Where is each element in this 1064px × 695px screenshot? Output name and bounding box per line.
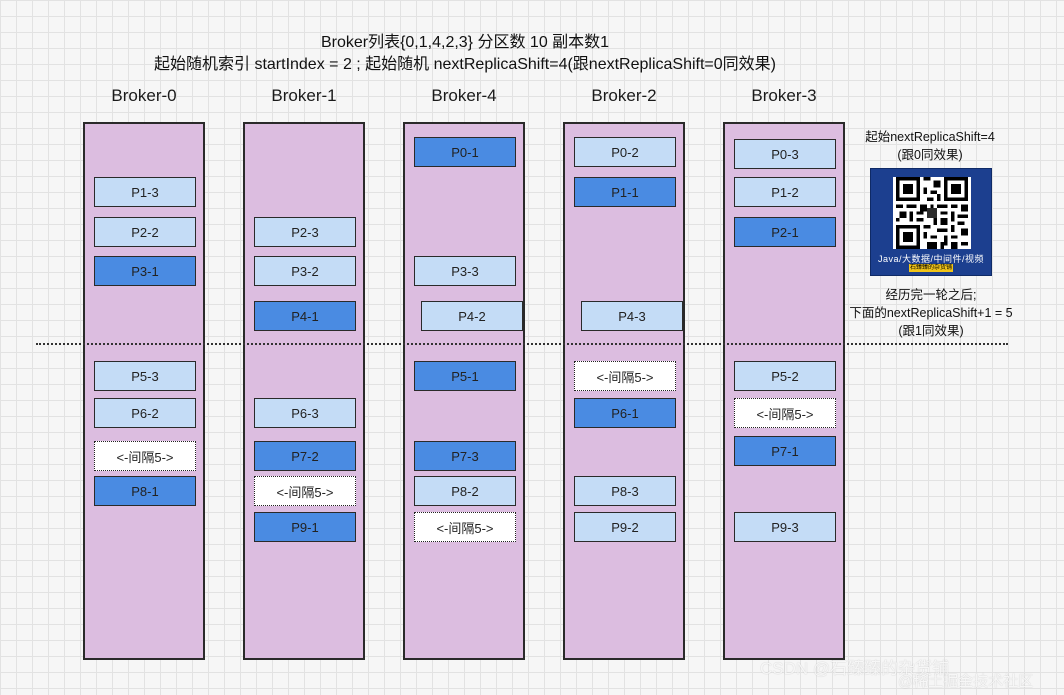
partition-box: P0-1	[414, 137, 516, 167]
gap-box: <-间隔5->	[414, 512, 516, 542]
gap-box: <-间隔5->	[734, 398, 836, 428]
diagram-subtitle: 起始随机索引 startIndex = 2 ; 起始随机 nextReplica…	[154, 56, 776, 73]
broker-column	[563, 122, 685, 660]
broker-header: Broker-2	[591, 86, 657, 105]
gap-box: <-间隔5->	[94, 441, 196, 471]
round-separator-line	[36, 343, 1008, 345]
shift-note-bottom: 经历完一轮之后; 下面的nextReplicaShift+1 = 5 (跟1同效…	[846, 286, 1016, 340]
qr-caption: Java/大数据/中间件/视频	[877, 254, 984, 264]
broker-column	[83, 122, 205, 660]
partition-box: P2-1	[734, 217, 836, 247]
shift-note-bottom-line2: 下面的nextReplicaShift+1 = 5	[849, 306, 1013, 320]
partition-box: P3-3	[414, 256, 516, 286]
partition-box: P9-3	[734, 512, 836, 542]
partition-box: P5-2	[734, 361, 836, 391]
csdn-watermark: CSDN @石臻臻的杂货铺	[760, 659, 950, 678]
partition-box: P3-1	[94, 256, 196, 286]
partition-box: P3-2	[254, 256, 356, 286]
broker-header: Broker-1	[271, 86, 337, 105]
gap-box: <-间隔5->	[574, 361, 676, 391]
partition-box: P9-1	[254, 512, 356, 542]
partition-box: P7-1	[734, 436, 836, 466]
partition-box: P8-3	[574, 476, 676, 506]
shift-note-top: 起始nextReplicaShift=4 (跟0同效果)	[850, 128, 1010, 164]
gap-box: <-间隔5->	[254, 476, 356, 506]
broker-column	[403, 122, 525, 660]
partition-box: P6-3	[254, 398, 356, 428]
broker-column	[723, 122, 845, 660]
partition-box: P7-3	[414, 441, 516, 471]
broker-header: Broker-4	[431, 86, 497, 105]
partition-box: P4-1	[254, 301, 356, 331]
broker-header: Broker-3	[751, 86, 817, 105]
partition-box: P6-1	[574, 398, 676, 428]
partition-box: P4-2	[421, 301, 523, 331]
partition-box: P8-2	[414, 476, 516, 506]
partition-box: P2-3	[254, 217, 356, 247]
qr-code-icon	[893, 177, 971, 249]
shift-note-top-line2: (跟0同效果)	[897, 148, 963, 162]
partition-box: P4-3	[581, 301, 683, 331]
partition-box: P1-3	[94, 177, 196, 207]
partition-box: P5-1	[414, 361, 516, 391]
partition-box: P6-2	[94, 398, 196, 428]
qr-code-panel: Java/大数据/中间件/视频 石臻臻的杂货铺	[870, 168, 992, 276]
partition-box: P1-2	[734, 177, 836, 207]
juejin-watermark: @稀土掘金技术社区	[898, 673, 1034, 690]
shift-note-bottom-line1: 经历完一轮之后;	[885, 288, 977, 302]
partition-box: P8-1	[94, 476, 196, 506]
shift-note-top-line1: 起始nextReplicaShift=4	[865, 130, 995, 144]
broker-column	[243, 122, 365, 660]
partition-box: P1-1	[574, 177, 676, 207]
partition-box: P2-2	[94, 217, 196, 247]
partition-box: P7-2	[254, 441, 356, 471]
partition-box: P9-2	[574, 512, 676, 542]
broker-header: Broker-0	[111, 86, 177, 105]
partition-box: P5-3	[94, 361, 196, 391]
qr-tag: 石臻臻的杂货铺	[909, 264, 953, 272]
shift-note-bottom-line3: (跟1同效果)	[898, 324, 964, 338]
partition-box: P0-2	[574, 137, 676, 167]
partition-box: P0-3	[734, 139, 836, 169]
diagram-title: Broker列表{0,1,4,2,3} 分区数 10 副本数1	[320, 34, 610, 51]
